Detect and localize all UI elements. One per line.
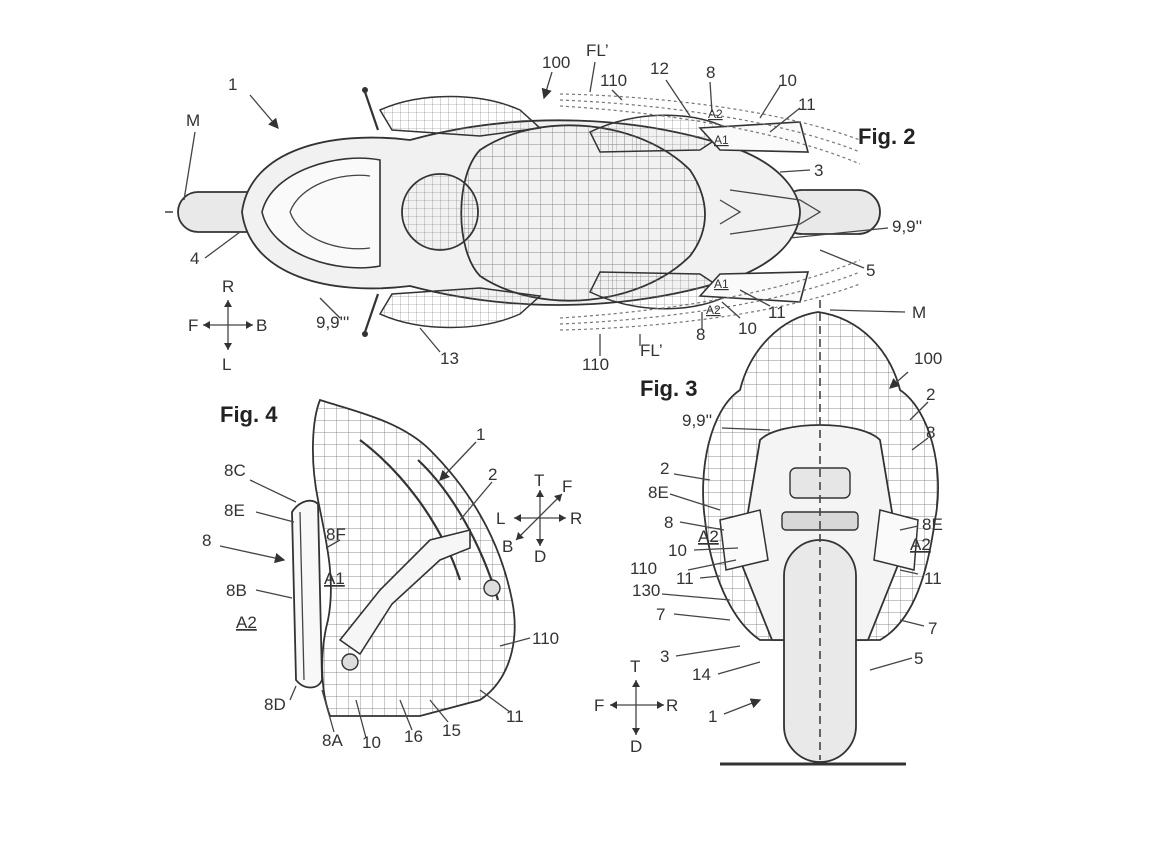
fig2-label-1: 1 xyxy=(228,75,237,94)
fig4-compass-right: R xyxy=(570,509,582,528)
fig2-label-m: M xyxy=(186,111,200,130)
figure-3-front-view xyxy=(610,300,938,764)
fig2-label-a1-bot: A1 xyxy=(714,277,729,291)
fig3-label-3: 3 xyxy=(660,647,669,666)
fig4-label-110: 110 xyxy=(532,629,559,648)
fig4-label-a1: A1 xyxy=(324,569,345,588)
fig3-compass-top: T xyxy=(630,657,640,676)
fig4-label-11: 11 xyxy=(506,707,524,726)
fig3-label-1: 1 xyxy=(708,707,717,726)
fig3-label-2-left: 2 xyxy=(660,459,669,478)
fig2-label-10-top: 10 xyxy=(778,71,797,90)
fig2-label-a2-bot: A2 xyxy=(706,303,721,317)
fig3-compass-right: R xyxy=(666,696,678,715)
fig3-compass-bottom: D xyxy=(630,737,642,756)
figure-4-side-detail xyxy=(220,400,566,738)
fig2-label-5: 5 xyxy=(866,261,875,280)
fig2-label-4: 4 xyxy=(190,249,199,268)
fig4-compass-bottom: D xyxy=(534,547,546,566)
fig4-label-1: 1 xyxy=(476,425,485,444)
rider-helmet xyxy=(402,174,478,250)
fig3-label-9-9pp: 9,9'' xyxy=(682,411,712,430)
fig2-label-12: 12 xyxy=(650,59,669,78)
fig4-compass xyxy=(514,490,566,546)
fig4-label-8d: 8D xyxy=(264,695,286,714)
fig4-compass-top: T xyxy=(534,471,544,490)
fig2-label-3: 3 xyxy=(814,161,823,180)
fig2-label-8-bot: 8 xyxy=(696,325,705,344)
fig3-label-100: 100 xyxy=(914,349,942,368)
fig3-label-7-right: 7 xyxy=(928,619,937,638)
fig4-label-a2: A2 xyxy=(236,613,257,632)
fig4-label-8c: 8C xyxy=(224,461,246,480)
fig4-label-15: 15 xyxy=(442,721,461,740)
fig3-label-a2-right: A2 xyxy=(910,535,931,554)
rider-arm-right xyxy=(380,97,540,137)
figure-2-top-view xyxy=(165,62,905,356)
fig3-label-8-left: 8 xyxy=(664,513,673,532)
fig2-label-8-top: 8 xyxy=(706,63,715,82)
fig3-label-a2-left: A2 xyxy=(698,527,719,546)
fig3-label-10: 10 xyxy=(668,541,687,560)
fig3-label-11-right: 11 xyxy=(924,569,942,588)
fig2-compass-bottom: L xyxy=(222,355,231,374)
fig3-label-8e-right: 8E xyxy=(922,515,943,534)
fig3-label-110: 110 xyxy=(630,559,657,578)
fig2-title: Fig. 2 xyxy=(858,124,915,149)
fig2-label-100: 100 xyxy=(542,53,570,72)
fig3-label-14: 14 xyxy=(692,665,711,684)
fig3-title: Fig. 3 xyxy=(640,376,697,401)
fig4-label-8b: 8B xyxy=(226,581,247,600)
winglet-plate xyxy=(292,501,322,688)
fig2-label-m2: M xyxy=(912,303,926,322)
fig3-label-2-right: 2 xyxy=(926,385,935,404)
fig2-compass-left: F xyxy=(188,316,198,335)
fig3-label-8e-left: 8E xyxy=(648,483,669,502)
fig4-label-10: 10 xyxy=(362,733,381,752)
fig3-label-5: 5 xyxy=(914,649,923,668)
fig2-compass-right: B xyxy=(256,316,267,335)
fig4-label-8a: 8A xyxy=(322,731,343,750)
fig4-label-8: 8 xyxy=(202,531,211,550)
fig2-label-fl-bot: FL’ xyxy=(640,341,663,360)
fig3-label-7-left: 7 xyxy=(656,605,665,624)
fig2-label-fl-top: FL’ xyxy=(586,41,609,60)
fig4-label-8f: 8F xyxy=(326,525,346,544)
fig4-label-16: 16 xyxy=(404,727,423,746)
winglet-left-front xyxy=(720,510,768,570)
fig4-label-8e: 8E xyxy=(224,501,245,520)
fig3-label-11-left: 11 xyxy=(676,569,694,588)
fig3-compass xyxy=(610,680,664,735)
fig2-compass xyxy=(203,300,253,350)
fig3-label-8-right: 8 xyxy=(926,423,935,442)
fig4-compass-left: L xyxy=(496,509,505,528)
fig2-label-11-top: 11 xyxy=(798,95,816,114)
fig2-label-11-bot: 11 xyxy=(768,303,786,322)
fig2-label-10-bot: 10 xyxy=(738,319,757,338)
fig2-label-9-9pp: 9,9'' xyxy=(892,217,922,236)
fig3-label-130: 130 xyxy=(632,581,660,600)
fig2-label-110-bot: 110 xyxy=(582,355,609,374)
rider-arm-left xyxy=(380,288,540,328)
fig2-label-9-9ppp: 9,9''' xyxy=(316,313,349,332)
fig2-label-a1-top: A1 xyxy=(714,133,729,147)
fig2-compass-top: R xyxy=(222,277,234,296)
fig4-compass-lowleft: B xyxy=(502,537,513,556)
fig4-compass-upright: F xyxy=(562,477,572,496)
fig3-compass-left: F xyxy=(594,696,604,715)
fig2-label-a2-top: A2 xyxy=(708,107,723,121)
fig2-label-13: 13 xyxy=(440,349,459,368)
fig4-label-2: 2 xyxy=(488,465,497,484)
fig4-title: Fig. 4 xyxy=(220,402,278,427)
fig2-label-110-top: 110 xyxy=(600,71,627,90)
